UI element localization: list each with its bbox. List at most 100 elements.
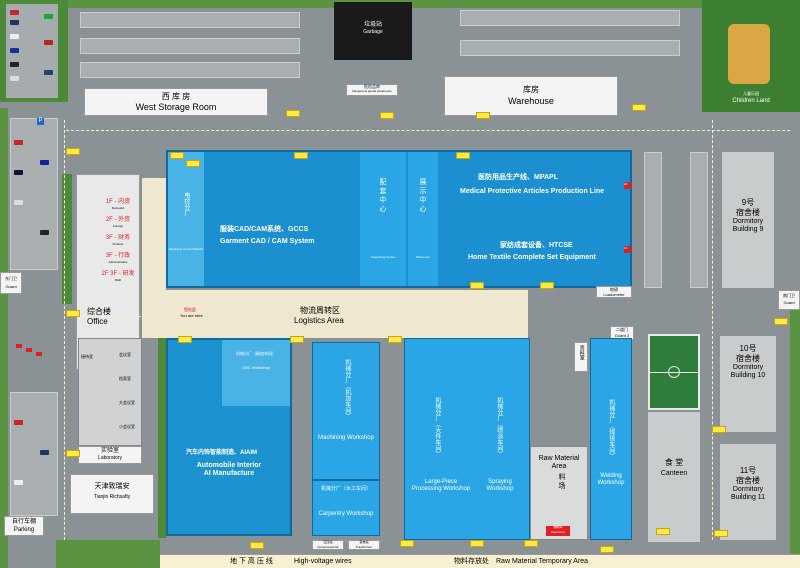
laboratory-cn: 实验室 [100, 448, 119, 454]
electronic-en: Electronic Control Branch [168, 247, 203, 251]
dangerous-goods-en: Dangerous goods warehouse [352, 89, 392, 93]
dorm9-en: Dormitory Building 9 [732, 218, 764, 234]
electronic-control-branch: 电控分厂 Electronic Control Branch [168, 152, 204, 286]
transfer-room-cn: 资料室 [578, 345, 585, 360]
dorm11-cn: 11号 [739, 466, 757, 475]
road-marking-top [66, 130, 790, 131]
dorm11-en: Dormitory Building 11 [730, 486, 766, 502]
spraying-cn: 机械分厂（喷涂车间） [495, 397, 502, 457]
welding-workshop: 机械分厂（焊接车间） Welding Workshop [590, 338, 632, 540]
garbage-cn: 垃圾站 [363, 22, 382, 28]
flag-poles [14, 340, 48, 364]
cnc-cn: 机械分厂（精加车间） [236, 351, 276, 356]
floor-3f-finance-en: Finance [112, 242, 124, 246]
fire-2f-marker: 2F [624, 182, 631, 189]
west-storage-room: 西 库 房 West Storage Room [84, 88, 268, 116]
parking-p-sign: P [37, 118, 44, 125]
floor-3f-finance: 3F - 财务 [105, 235, 131, 241]
road-marking-mid [66, 316, 146, 317]
south-guard-en: Guard [783, 300, 795, 305]
tianjin-cn: 天津致瑞安 [94, 483, 130, 490]
hv-line-cn: 地 下 高 压 线 [230, 558, 273, 565]
dorm11-cn2: 宿舍楼 [736, 476, 760, 485]
east-guard: 东门卫 Guard [0, 272, 22, 294]
supporting-center: 配 套 中 心 Supporting Center [360, 152, 406, 286]
textile-en: Home Textile Complete Set Equipment [468, 254, 596, 261]
parking-en: Parking [13, 527, 35, 533]
dorm9-cn2: 宿舍楼 [736, 208, 760, 217]
garbage-en: Garbage [363, 29, 383, 35]
floor-1f: 1F - 内资 [105, 199, 131, 205]
logistics-area: 物流周转区 Logistics Area 您在此 You are here [142, 290, 528, 338]
textile-cn: 家纺成套设备、HTCSE [500, 242, 573, 249]
parking-cn: 自行车棚 [11, 519, 36, 525]
automobile-cn: 汽车内饰智能制造、AIAIM [186, 450, 257, 456]
welding-cn: 机械分厂（焊接车间） [607, 399, 614, 459]
canteen-cn: 食 堂 [664, 458, 684, 467]
showroom-cn: 展 示 中 心 [419, 178, 427, 212]
parking-row-4 [460, 10, 680, 26]
electronic-cn: 电控分厂 [182, 192, 189, 216]
laboratory-en: Laboratory [98, 455, 122, 461]
logistics-en: Logistics Area [294, 316, 344, 325]
transformer: 变电站 Transformer [348, 540, 380, 550]
dorm10-cn: 10号 [739, 344, 757, 353]
automobile-en: Automobile Interior AI Manufacture [196, 462, 262, 478]
parking-right [690, 152, 708, 288]
office-cn: 综合楼 [87, 307, 111, 316]
west-storage-cn: 西 库 房 [161, 92, 191, 101]
medical-en: Medical Protective Articles Production L… [460, 188, 605, 195]
showroom-en: Showroom [415, 255, 431, 259]
grass-automobile [158, 338, 166, 538]
childrens-land-en: Children Land [732, 98, 770, 104]
dorm10-cn2: 宿舍楼 [736, 354, 760, 363]
showroom: 展 示 中 心 Showroom [408, 152, 438, 286]
meeting-building: 接待室 会议室 档案室 大会议室 小会议室 [78, 338, 142, 446]
you-are-here-cn: 您在此 [184, 307, 196, 312]
you-are-here-en: You are here [180, 313, 203, 318]
large-piece-workshop: 机械分厂（大件车间） Large-Piece Processing Worksh… [404, 338, 530, 540]
grass-right [790, 310, 800, 568]
machining-en: Machining Workshop [318, 435, 374, 441]
dangerous-goods-cn: 危险品库 [364, 84, 380, 89]
tianjin-richsafty: 天津致瑞安 Tianjin Richsafty [70, 474, 154, 514]
west-storage-en: West Storage Room [135, 102, 217, 112]
garment-en: Garment CAD / CAM System [220, 238, 315, 245]
meeting-room: 会议室 [119, 352, 131, 357]
compressed-air-cn: 空压站 [323, 540, 333, 544]
dormitory-building-9: 9号 宿舍楼 Dormitory Building 9 [722, 152, 774, 288]
dorm10-en: Dormitory Building 10 [730, 364, 766, 380]
raw-material-area: Raw Material Area 料 场 [530, 446, 588, 540]
repository-marker: 物料库 Repository [546, 525, 570, 536]
parking-dorm9 [644, 152, 662, 288]
parking-row-3 [80, 62, 300, 78]
support-en: Supporting Center [370, 255, 396, 259]
raw-temp-cn: 物料存放处 [454, 558, 489, 565]
bottom-strip: 地 下 高 压 线 High-voltage wires 物料存放处 Raw M… [160, 554, 800, 568]
archives: 档案室 [119, 376, 131, 381]
guard2-cn: 二道门 [616, 327, 628, 332]
welding-en: Welding Workshop [597, 473, 625, 486]
floor-rd: 2F 3F - 研发 [101, 271, 135, 277]
garbage-station: 垃圾站 Garbage [334, 2, 412, 60]
reception: 接待室 [81, 354, 93, 359]
south-guard: 南门卫 Guard [778, 290, 800, 310]
garment-cn: 服装CAD/CAM系统、GCCS [220, 226, 309, 233]
transfer-room: 资料室 [574, 342, 588, 372]
large-cn: 机械分厂（大件车间） [433, 397, 440, 457]
transformer-en: Transformer [355, 545, 373, 549]
grass-bottom-left [56, 540, 160, 568]
small-meeting: 小会议室 [119, 424, 135, 429]
office-en: Office [87, 317, 108, 326]
east-guard-en: Guard [5, 284, 17, 289]
grass-top [68, 0, 800, 8]
dormitory-building-10: 10号 宿舍楼 Dormitory Building 10 [720, 336, 776, 432]
playground [728, 24, 770, 84]
logistics-cn: 物流周转区 [300, 306, 340, 315]
canteen-en: Canteen [660, 470, 688, 477]
carpentry-en: Carpentry Workshop [318, 511, 374, 517]
floor-1f-en: Domestic [111, 206, 125, 210]
office-grass-strip [62, 174, 72, 304]
dormitory-building-11: 11号 宿舍楼 Dormitory Building 11 [720, 444, 776, 540]
dangerous-goods-warehouse: 危险品库 Dangerous goods warehouse [346, 84, 398, 96]
